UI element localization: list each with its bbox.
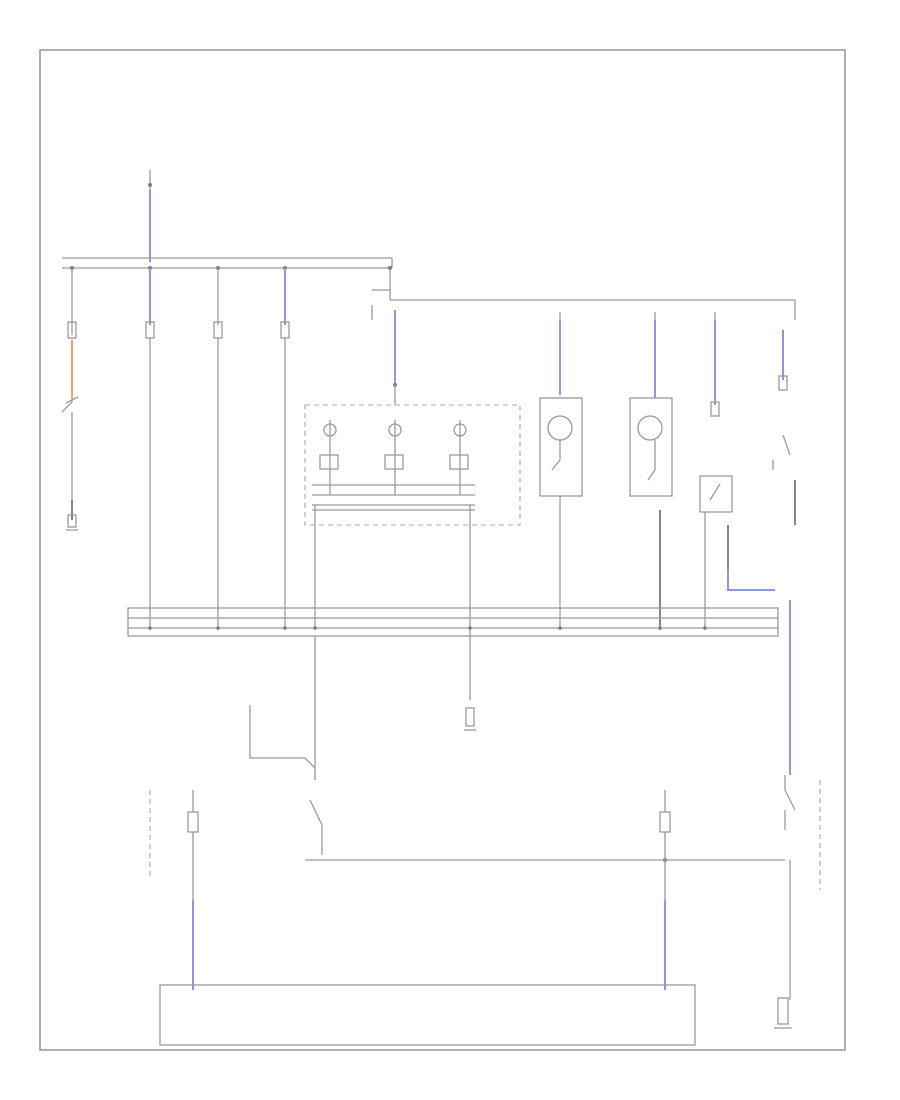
lamp-branch-2 <box>213 268 223 630</box>
lamp-5 <box>629 312 673 630</box>
bottom-left-lamp <box>149 790 199 990</box>
bottom-connector <box>159 984 696 1046</box>
lower-switch-circuit <box>249 636 785 862</box>
lamp-module <box>304 404 521 700</box>
bottom-right-lamp <box>659 790 671 990</box>
center-feed <box>371 268 795 405</box>
middle-harness <box>127 607 779 637</box>
lamp-branch-1 <box>145 268 155 630</box>
bottom-right-switch <box>774 775 821 1029</box>
center-ground <box>464 707 476 731</box>
top-feed <box>62 170 393 270</box>
lamp-6 <box>699 312 775 630</box>
lamp-4 <box>539 312 583 630</box>
diagram-frame <box>39 49 846 1051</box>
lamp-branch-3 <box>280 268 290 630</box>
left-lamp-branch <box>61 268 79 531</box>
lamp-7 <box>772 300 796 775</box>
